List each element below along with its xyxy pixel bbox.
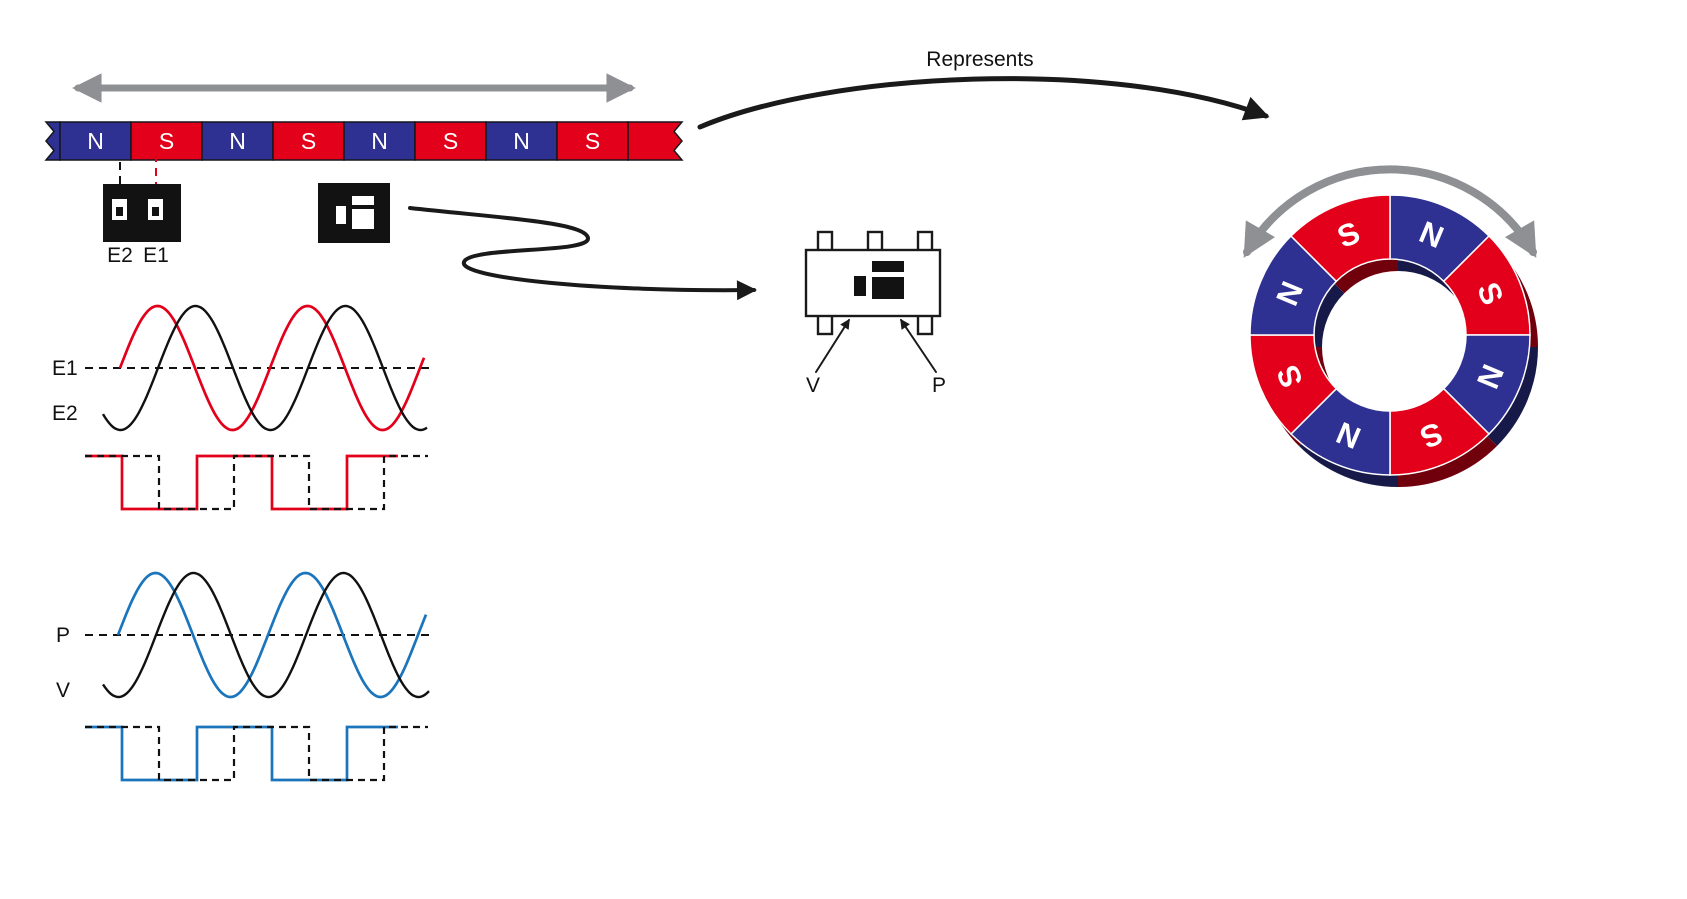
wave-v-label: V bbox=[56, 679, 70, 702]
chip-p-pointer bbox=[900, 318, 937, 373]
sensor-ic-icon-small bbox=[336, 206, 346, 224]
chip-pin-top-3 bbox=[916, 230, 934, 253]
chip-element-bar bbox=[872, 261, 904, 272]
waveforms-pv: P V bbox=[56, 571, 432, 782]
sensor-ic-icon-bar bbox=[352, 196, 374, 205]
rotation-arrow bbox=[1243, 165, 1537, 258]
wave-v-sine bbox=[102, 571, 430, 699]
chip-element-p bbox=[872, 277, 904, 299]
square-p bbox=[85, 725, 398, 782]
magnet-strip: N S N S N S N S bbox=[44, 121, 684, 161]
dual-sensor: E2 E1 bbox=[103, 140, 181, 267]
wave-p-sine bbox=[116, 571, 428, 699]
wave-p-label: P bbox=[56, 624, 70, 647]
wave-e1-sine bbox=[118, 304, 426, 432]
pole-label: N bbox=[229, 128, 246, 154]
strip-left-cap bbox=[44, 121, 61, 161]
pole-segment bbox=[130, 121, 203, 161]
square-e1 bbox=[85, 454, 398, 511]
chip-element-v bbox=[854, 276, 866, 296]
pole-label: S bbox=[159, 128, 174, 154]
ring-top-face bbox=[1249, 194, 1531, 476]
chip-pin-top-2 bbox=[866, 230, 884, 253]
chip-package: V P bbox=[804, 230, 946, 397]
pole-label: S bbox=[443, 128, 458, 154]
sensor-e2-label: E2 bbox=[107, 244, 133, 267]
pole-label: N bbox=[87, 128, 104, 154]
waveforms-e: E1 E2 bbox=[52, 304, 432, 511]
represents-label: Represents bbox=[926, 48, 1033, 71]
pole-label: N bbox=[371, 128, 388, 154]
wave-e2-sine bbox=[101, 304, 428, 432]
sensor-element-mark bbox=[152, 207, 159, 216]
sensor-e1-label: E1 bbox=[143, 244, 169, 267]
sensor-element-mark bbox=[116, 207, 123, 216]
represents-arrow bbox=[697, 76, 1270, 130]
sensor-ic-box bbox=[318, 183, 390, 243]
wave-e2-label: E2 bbox=[52, 402, 78, 425]
sensor-ic-icon-big bbox=[352, 209, 374, 229]
chip-v-pointer bbox=[815, 318, 850, 373]
chip-v-label: V bbox=[806, 374, 820, 397]
pole-segment bbox=[201, 121, 274, 161]
pole-label: S bbox=[585, 128, 600, 154]
chip-p-label: P bbox=[932, 374, 946, 397]
square-v bbox=[85, 725, 428, 782]
strip-right-cap bbox=[627, 121, 684, 161]
chip-pin-bottom-2 bbox=[916, 313, 934, 336]
chip-pin-bottom-1 bbox=[816, 313, 834, 336]
square-e2 bbox=[85, 454, 428, 511]
sensor-to-chip-arrow bbox=[408, 206, 757, 301]
chip-pin-top-1 bbox=[816, 230, 834, 253]
pole-label: N bbox=[513, 128, 530, 154]
pole-label: S bbox=[301, 128, 316, 154]
wave-e1-label: E1 bbox=[52, 357, 78, 380]
ring-sector bbox=[1289, 194, 1391, 283]
